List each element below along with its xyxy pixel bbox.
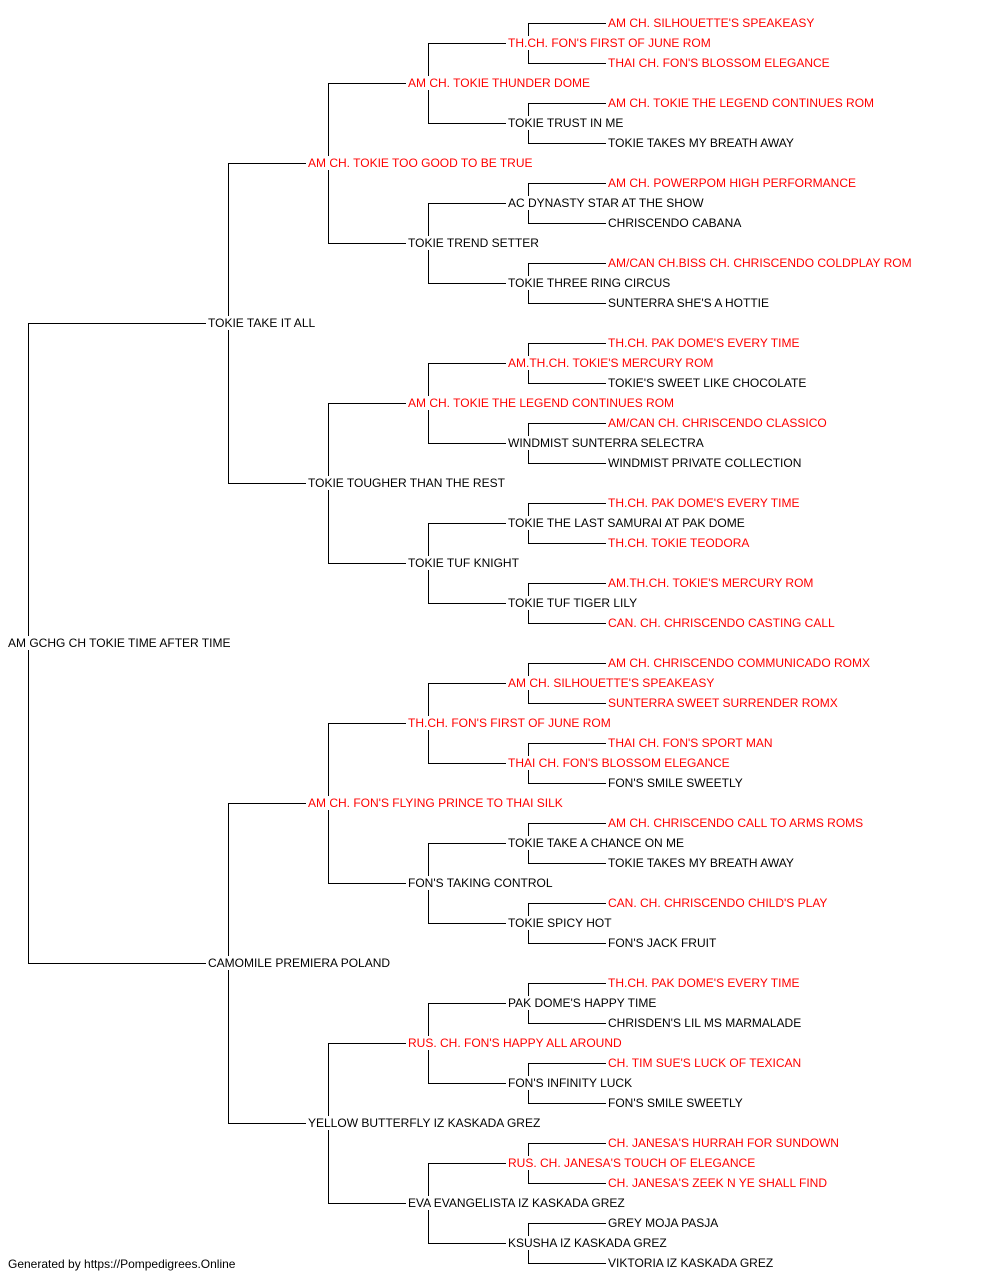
ancestor-name: TOKIE TOUGHER THAN THE REST: [308, 476, 506, 490]
ancestor-name: GREY MOJA PASJA: [608, 1216, 718, 1230]
ancestor-name: AM CH. TOKIE THE LEGEND CONTINUES ROM: [408, 396, 674, 410]
ancestor-name: THAI CH. FON'S BLOSSOM ELEGANCE: [508, 756, 730, 770]
ancestor-name: TH.CH. PAK DOME'S EVERY TIME: [608, 976, 799, 990]
ancestor-name: TOKIE THE LAST SAMURAI AT PAK DOME: [508, 516, 745, 530]
ancestor-name: WINDMIST PRIVATE COLLECTION: [608, 456, 801, 470]
ancestor-name: TOKIE TUF KNIGHT: [408, 556, 520, 570]
ancestor-name: TH.CH. TOKIE TEODORA: [608, 536, 749, 550]
ancestor-name: TH.CH. PAK DOME'S EVERY TIME: [608, 496, 799, 510]
ancestor-name: RUS. CH. JANESA'S TOUCH OF ELEGANCE: [508, 1156, 755, 1170]
ancestor-name: AM.TH.CH. TOKIE'S MERCURY ROM: [608, 576, 813, 590]
ancestor-name: AM CH. TOKIE TOO GOOD TO BE TRUE: [308, 156, 533, 170]
ancestor-name: TOKIE THREE RING CIRCUS: [508, 276, 670, 290]
ancestor-name: TOKIE TAKE IT ALL: [208, 316, 315, 330]
ancestor-name: CAMOMILE PREMIERA POLAND: [208, 956, 390, 970]
ancestor-name: FON'S SMILE SWEETLY: [608, 776, 743, 790]
ancestor-name: PAK DOME'S HAPPY TIME: [508, 996, 656, 1010]
ancestor-name: FON'S SMILE SWEETLY: [608, 1096, 743, 1110]
ancestor-name: TOKIE TAKES MY BREATH AWAY: [608, 856, 794, 870]
ancestor-name: TOKIE TUF TIGER LILY: [508, 596, 637, 610]
ancestor-name: CH. JANESA'S HURRAH FOR SUNDOWN: [608, 1136, 839, 1150]
ancestor-name: YELLOW BUTTERFLY IZ KASKADA GREZ: [308, 1116, 540, 1130]
ancestor-name: TOKIE TAKES MY BREATH AWAY: [608, 136, 794, 150]
ancestor-name: CHRISDEN'S LIL MS MARMALADE: [608, 1016, 801, 1030]
ancestor-name: CAN. CH. CHRISCENDO CHILD'S PLAY: [608, 896, 827, 910]
ancestor-name: AM/CAN CH.BISS CH. CHRISCENDO COLDPLAY R…: [608, 256, 912, 270]
ancestor-name: CAN. CH. CHRISCENDO CASTING CALL: [608, 616, 835, 630]
ancestor-name: SUNTERRA SHE'S A HOTTIE: [608, 296, 769, 310]
ancestor-name: AM CH. CHRISCENDO CALL TO ARMS ROMS: [608, 816, 863, 830]
ancestor-name: WINDMIST SUNTERRA SELECTRA: [508, 436, 704, 450]
ancestor-name: TH.CH. FON'S FIRST OF JUNE ROM: [408, 716, 611, 730]
ancestor-name: THAI CH. FON'S BLOSSOM ELEGANCE: [608, 56, 830, 70]
ancestor-name: AM CH. POWERPOM HIGH PERFORMANCE: [608, 176, 856, 190]
ancestor-name: KSUSHA IZ KASKADA GREZ: [508, 1236, 667, 1250]
ancestor-name: AM CH. FON'S FLYING PRINCE TO THAI SILK: [308, 796, 563, 810]
ancestor-name: THAI CH. FON'S SPORT MAN: [608, 736, 773, 750]
ancestor-name: AM CH. SILHOUETTE'S SPEAKEASY: [508, 676, 714, 690]
ancestor-name: CHRISCENDO CABANA: [608, 216, 741, 230]
ancestor-name: TOKIE TAKE A CHANCE ON ME: [508, 836, 684, 850]
ancestor-name: TOKIE'S SWEET LIKE CHOCOLATE: [608, 376, 806, 390]
ancestor-name: TOKIE SPICY HOT: [508, 916, 612, 930]
ancestor-name: AM.TH.CH. TOKIE'S MERCURY ROM: [508, 356, 713, 370]
ancestor-name: VIKTORIA IZ KASKADA GREZ: [608, 1256, 773, 1270]
ancestor-name: AM CH. TOKIE THUNDER DOME: [408, 76, 590, 90]
ancestor-name: TH.CH. FON'S FIRST OF JUNE ROM: [508, 36, 711, 50]
ancestor-name: TOKIE TRUST IN ME: [508, 116, 623, 130]
ancestor-name: AM CH. CHRISCENDO COMMUNICADO ROMX: [608, 656, 870, 670]
ancestor-name: FON'S JACK FRUIT: [608, 936, 717, 950]
ancestor-name: AC DYNASTY STAR AT THE SHOW: [508, 196, 704, 210]
ancestor-name: AM CH. SILHOUETTE'S SPEAKEASY: [608, 16, 814, 30]
ancestor-name: EVA EVANGELISTA IZ KASKADA GREZ: [408, 1196, 625, 1210]
subject-dog-name: AM GCHG CH TOKIE TIME AFTER TIME: [8, 636, 230, 650]
ancestor-name: AM/CAN CH. CHRISCENDO CLASSICO: [608, 416, 827, 430]
ancestor-name: TOKIE TREND SETTER: [408, 236, 539, 250]
ancestor-name: CH. JANESA'S ZEEK N YE SHALL FIND: [608, 1176, 827, 1190]
ancestor-name: AM CH. TOKIE THE LEGEND CONTINUES ROM: [608, 96, 874, 110]
ancestor-name: CH. TIM SUE'S LUCK OF TEXICAN: [608, 1056, 801, 1070]
ancestor-name: FON'S TAKING CONTROL: [408, 876, 553, 890]
ancestor-name: FON'S INFINITY LUCK: [508, 1076, 632, 1090]
ancestor-name: SUNTERRA SWEET SURRENDER ROMX: [608, 696, 838, 710]
ancestor-name: RUS. CH. FON'S HAPPY ALL AROUND: [408, 1036, 622, 1050]
ancestor-name: TH.CH. PAK DOME'S EVERY TIME: [608, 336, 799, 350]
footer-credit: Generated by https://Pompedigrees.Online: [8, 1257, 236, 1271]
